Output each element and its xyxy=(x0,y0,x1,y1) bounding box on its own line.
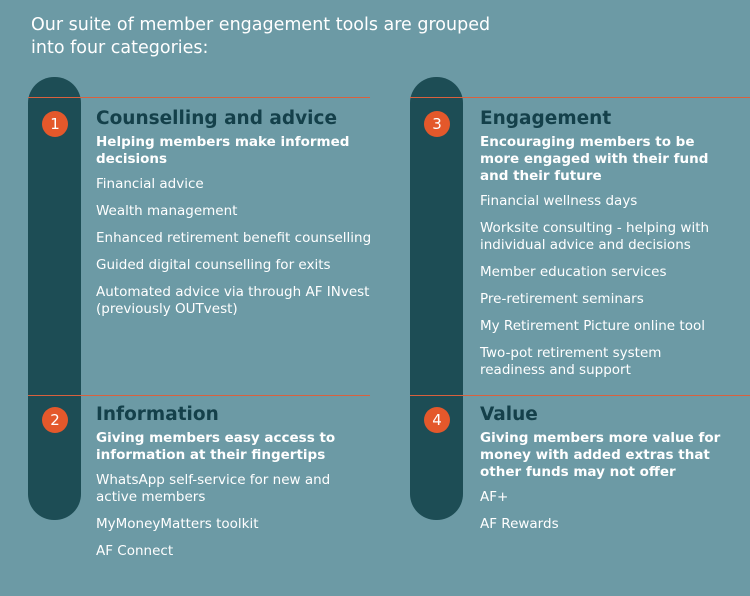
category-items: Financial wellness days Worksite consult… xyxy=(480,193,725,379)
list-item: Enhanced retirement benefit counselling xyxy=(96,230,372,246)
category-number-badge: 2 xyxy=(42,407,68,433)
category-title: Information xyxy=(96,404,219,425)
right-column-bar xyxy=(410,77,463,520)
category-number-badge: 3 xyxy=(424,111,450,137)
category-subtitle: Giving members more value for money with… xyxy=(480,430,721,480)
category-value: Value Giving members more value for mone… xyxy=(480,404,725,543)
list-item: Member education services xyxy=(480,264,667,280)
middle-divider-right xyxy=(410,395,750,396)
list-item: MyMoneyMatters toolkit xyxy=(96,516,259,532)
list-item: Financial wellness days xyxy=(480,193,638,209)
list-item: Financial advice xyxy=(96,176,204,192)
list-item: AF+ xyxy=(480,489,509,505)
category-items: WhatsApp self-service for new and active… xyxy=(96,472,346,560)
category-subtitle: Encouraging members to be more engaged w… xyxy=(480,134,709,184)
intro-text: Our suite of member engagement tools are… xyxy=(31,15,491,58)
top-divider-left xyxy=(28,97,370,98)
category-items: Financial advice Wealth management Enhan… xyxy=(96,176,376,318)
category-title: Counselling and advice xyxy=(96,108,338,129)
list-item: My Retirement Picture online tool xyxy=(480,318,705,334)
category-title: Engagement xyxy=(480,108,612,129)
list-item: Automated advice via through AF INvest (… xyxy=(96,284,370,317)
list-item: Two-pot retirement system readiness and … xyxy=(480,345,662,378)
list-item: AF Rewards xyxy=(480,516,559,532)
category-title: Value xyxy=(480,404,538,425)
category-number-badge: 1 xyxy=(42,111,68,137)
list-item: AF Connect xyxy=(96,543,174,559)
category-subtitle: Giving members easy access to informatio… xyxy=(96,430,336,463)
category-items: AF+ AF Rewards xyxy=(480,489,725,533)
category-engagement: Engagement Encouraging members to be mor… xyxy=(480,108,725,389)
middle-divider-left xyxy=(28,395,370,396)
list-item: Guided digital counselling for exits xyxy=(96,257,331,273)
category-information: Information Giving members easy access t… xyxy=(96,404,346,570)
list-item: Pre-retirement seminars xyxy=(480,291,644,307)
top-divider-right xyxy=(410,97,750,98)
list-item: WhatsApp self-service for new and active… xyxy=(96,472,331,505)
list-item: Wealth management xyxy=(96,203,238,219)
category-subtitle: Helping members make informed decisions xyxy=(96,134,350,167)
left-column-bar xyxy=(28,77,81,520)
category-number-badge: 4 xyxy=(424,407,450,433)
category-counselling-advice: Counselling and advice Helping members m… xyxy=(96,108,376,328)
list-item: Worksite consulting - helping with indiv… xyxy=(480,220,710,253)
